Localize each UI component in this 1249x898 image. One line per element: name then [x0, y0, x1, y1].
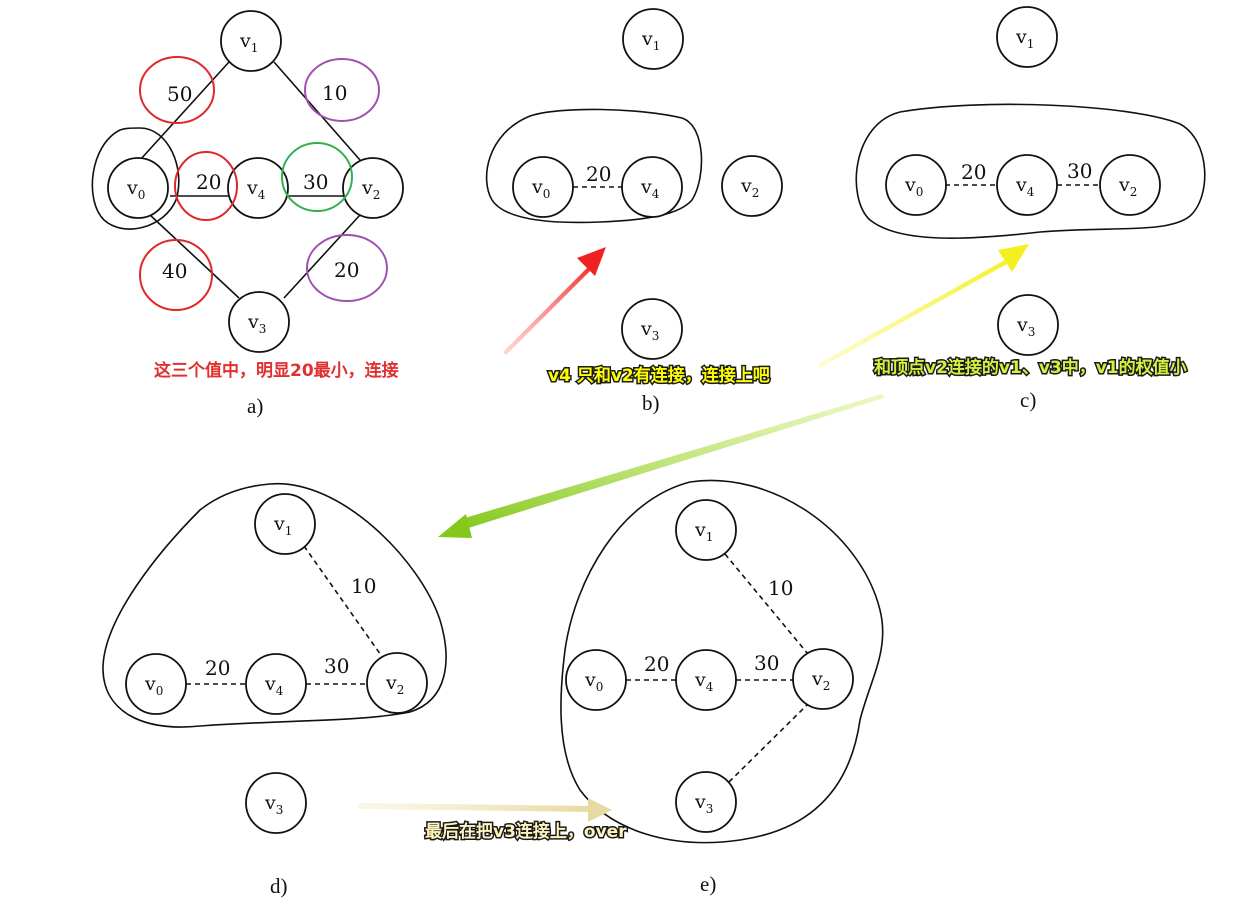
- node-c-v1: [996, 6, 1058, 68]
- label-e-v1: v1: [694, 519, 713, 544]
- label-e-v4: v4: [694, 669, 714, 694]
- label-d-v1: v1: [273, 513, 292, 538]
- node-a-v4: [227, 157, 289, 219]
- label-a-v2: v2: [361, 177, 380, 202]
- highlight-a-20b: [306, 234, 388, 302]
- label-b-v1: v1: [641, 28, 660, 53]
- note-d: 最后在把v3连接上，over: [425, 821, 627, 842]
- node-c-v4: [996, 154, 1058, 216]
- note-b: v4 只和v2有连接，连接上吧: [548, 365, 770, 386]
- node-b-v4: [621, 156, 683, 218]
- arrow-yellow: [818, 244, 1029, 368]
- weight-a-v1-v2: 10: [322, 81, 347, 105]
- highlight-a-50: [139, 56, 215, 124]
- node-c-v3: [997, 294, 1059, 356]
- weight-a-v4-v2: 30: [303, 170, 328, 194]
- label-b-v4: v4: [640, 176, 660, 201]
- label-b-v0: v0: [531, 176, 550, 201]
- label-e-v2: v2: [811, 668, 830, 693]
- weight-e-v4-v2: 30: [754, 651, 779, 675]
- weight-e-v1-v2: 10: [768, 576, 793, 600]
- label-d-v4: v4: [264, 673, 284, 698]
- node-d-v4: [245, 653, 307, 715]
- node-e-v1: [675, 499, 737, 561]
- note-a: 这三个值中，明显20最小，连接: [154, 360, 399, 381]
- label-c-v1: v1: [1015, 26, 1034, 51]
- region-a-v0: [91, 127, 180, 230]
- weight-c-v0-v4: 20: [961, 160, 986, 184]
- caption-b: b): [642, 391, 660, 415]
- weight-d-v4-v2: 30: [324, 654, 349, 678]
- panel-a: [91, 61, 361, 299]
- node-e-v4: [675, 649, 737, 711]
- label-e-v0: v0: [584, 669, 603, 694]
- highlight-a-30: [281, 142, 353, 212]
- weight-b-v0-v4: 20: [586, 162, 611, 186]
- label-c-v3: v3: [1016, 314, 1035, 339]
- node-d-v0: [125, 653, 187, 715]
- arrow-green: [438, 394, 884, 538]
- edge-a-v0-v1: [139, 61, 230, 161]
- weight-d-v0-v4: 20: [205, 656, 230, 680]
- edge-e-v3-v2: [728, 703, 809, 783]
- label-b-v3: v3: [640, 318, 659, 343]
- highlight-a-40: [139, 239, 213, 311]
- highlight-a-10: [304, 58, 380, 122]
- arrow-red: [503, 247, 606, 355]
- region-c: [855, 103, 1206, 239]
- label-a-v3: v3: [247, 311, 266, 336]
- node-b-v2: [721, 155, 783, 217]
- edge-e-v1-v2: [724, 553, 809, 655]
- node-d-v1: [254, 493, 316, 555]
- caption-d: d): [270, 874, 288, 898]
- node-b-v3: [621, 298, 683, 360]
- edge-a-v1-v2: [273, 61, 361, 161]
- label-a-v1: v1: [239, 30, 258, 55]
- edge-d-v1-v2: [303, 545, 384, 659]
- node-e-v0: [565, 649, 627, 711]
- weight-c-v4-v2: 30: [1067, 159, 1092, 183]
- node-a-v3: [228, 291, 290, 353]
- weight-a-v0-v4: 20: [196, 170, 221, 194]
- label-c-v2: v2: [1118, 174, 1137, 199]
- region-e: [560, 479, 884, 844]
- node-c-v2: [1099, 154, 1161, 216]
- node-a-v0: [107, 157, 169, 219]
- arrow-cream: [358, 798, 612, 822]
- weight-a-v3-v2: 20: [334, 258, 359, 282]
- caption-a: a): [247, 394, 263, 418]
- label-c-v4: v4: [1015, 174, 1035, 199]
- node-c-v0: [885, 154, 947, 216]
- label-d-v3: v3: [264, 792, 283, 817]
- label-d-v0: v0: [144, 673, 163, 698]
- edge-a-v3-v2: [283, 214, 361, 299]
- weight-a-v0-v1: 50: [167, 82, 192, 106]
- note-c: 和顶点v2连接的v1、v3中，v1的权值小: [874, 357, 1187, 378]
- node-a-v1: [220, 10, 282, 72]
- node-b-v1: [622, 8, 684, 70]
- node-d-v2: [366, 652, 428, 714]
- edge-a-v0-v3: [149, 214, 240, 299]
- node-e-v3: [675, 771, 737, 833]
- highlight-a-20: [174, 151, 238, 221]
- weight-d-v1-v2: 10: [351, 574, 376, 598]
- caption-e: e): [700, 872, 716, 896]
- node-d-v3: [245, 772, 307, 834]
- node-a-v2: [342, 157, 404, 219]
- label-a-v4: v4: [246, 177, 266, 202]
- node-e-v2: [792, 648, 854, 710]
- node-b-v0: [512, 156, 574, 218]
- label-a-v0: v0: [126, 177, 145, 202]
- region-d: [102, 483, 447, 728]
- caption-c: c): [1020, 388, 1036, 412]
- region-b: [485, 108, 703, 224]
- weight-a-v0-v3: 40: [162, 259, 187, 283]
- label-b-v2: v2: [740, 175, 759, 200]
- label-c-v0: v0: [904, 174, 923, 199]
- label-e-v3: v3: [694, 791, 713, 816]
- label-d-v2: v2: [385, 672, 404, 697]
- weight-e-v0-v4: 20: [644, 652, 669, 676]
